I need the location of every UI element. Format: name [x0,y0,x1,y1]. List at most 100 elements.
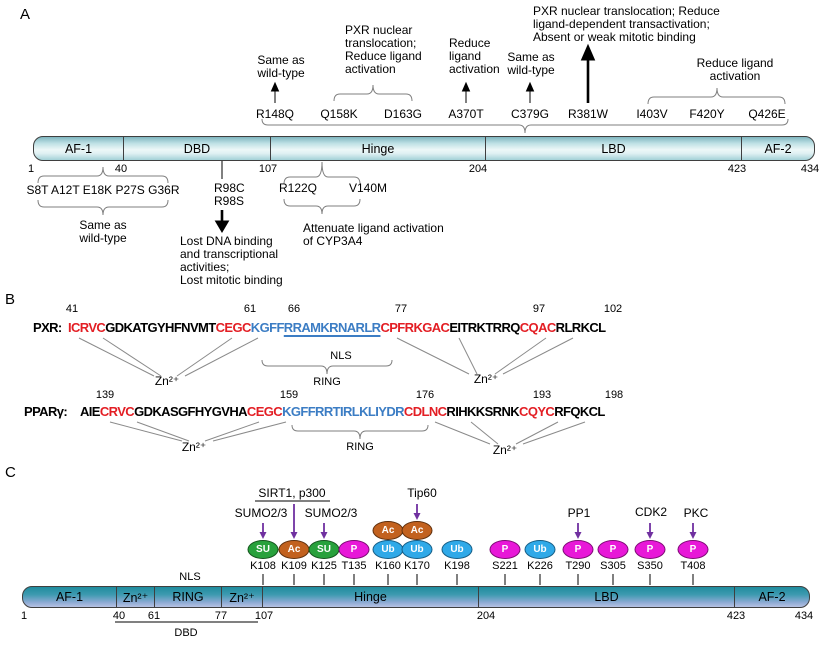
seq-segment: KGFFRRTIRLKLIYDR [282,404,404,419]
arrow-c379g [525,81,535,103]
residue-tick-434: 434 [800,163,820,175]
annotation-r381w-effect: PXR nuclear translocation; Reduce ligand… [533,4,720,45]
modification-badge-su-k125: SU [308,540,340,559]
site-label-s305: S305 [600,560,626,572]
modification-badge-p-t408: P [677,540,709,559]
modification-badge-p-t290: P [562,540,594,559]
mutation-label-a370t: A370T [448,107,484,121]
seq-segment: CRVC [99,404,135,419]
ppar-pos-193: 193 [532,389,552,401]
pxr-pos-77: 77 [394,303,408,315]
dbd-bracket-label: DBD [174,627,198,639]
modification-badge-p-t135: P [338,540,370,559]
ppar-sequence: AIECRVCGDKASGFHYGVHACEGCKGFFRRTIRLKLIYDR… [80,404,605,419]
site-label-k160: K160 [375,560,401,572]
mutation-label-r122q: R122Q [278,181,318,195]
arrow-r148q [270,81,280,103]
ppar-zn1-lines [109,421,287,442]
brace-af1-bottom [37,199,169,216]
af1-mutations: S8T A12T E18K P27S G36R [26,183,180,197]
modification-badge-ac-k160: Ac [372,521,404,540]
domain-dbd: DBD [124,137,271,160]
ppar-pos-198: 198 [604,389,624,401]
seq-segment: CDLNC [403,404,447,419]
domain-af2: AF-2 [764,141,792,156]
pxr-zn2-lines [396,337,574,375]
seq-segment: EITRKTRRQ [449,320,520,335]
annotation-same-wt-r148q: Same as wild-type [257,53,305,81]
brace-i403v-q426e [647,87,786,105]
site-label-k198: K198 [444,560,470,572]
residue-tick-423: 423 [726,610,746,622]
seq-segment: GDKATGYHFNVMT [105,320,216,335]
pxr-row-label: PXR: [33,320,62,335]
domain-zn1: Zn²⁺ [117,587,155,607]
annotation-af1-effect: Same as wild-type [79,218,127,246]
pxr-pos-41: 41 [65,303,79,315]
ppar-zn1-label: Zn²⁺ [181,440,207,454]
seq-segment: RLRKCL [555,320,606,335]
seq-segment: RFQKCL [554,404,605,419]
domain-hinge: Hinge [271,137,486,160]
enzyme-sirt1-p300: SIRT1, p300 [258,486,326,500]
modification-badge-ac-k170: Ac [401,521,433,540]
pxr-pos-61: 61 [243,303,257,315]
brace-af1-top [37,166,169,184]
brace-q158k-d163g [333,84,413,102]
pxr-zn1-label: Zn²⁺ [154,374,180,388]
dbd-mutations: R98C R98S [214,181,245,209]
domain-af1: AF-1 [34,137,124,160]
ppar-pos-176: 176 [415,389,435,401]
annotation-reduce-right: Reduce ligand activation [696,56,774,84]
seq-segment: CQYC [519,404,555,419]
mutation-label-r148q: R148Q [255,107,295,121]
seq-segment: CEGC [246,404,283,419]
pxr-domain-bar: AF-1 DBD Hinge LBD AF-2 [33,136,815,161]
site-tick-lines [262,574,694,585]
residue-tick-107: 107 [254,610,274,622]
residue-tick-40: 40 [112,610,126,622]
brace-mutations-to-bar [261,118,789,134]
residue-tick-40: 40 [114,163,128,175]
panel-a-label: A [20,6,31,23]
seq-segment: CPFRKGAC [380,320,450,335]
enzyme-cdk2: CDK2 [634,505,668,519]
pxr-sequence: ICRVCGDKATGYHFNVMTCEGCKGFFRRAMKRNARLRCPF… [68,320,606,335]
site-label-k125: K125 [311,560,337,572]
panel-b-label: B [5,291,16,308]
mutation-label-c379g: C379G [510,107,550,121]
mutation-label-f420y: F420Y [689,107,725,121]
modification-badge-ub-k170: Ub [401,540,433,559]
modification-badge-ub-k198: Ub [441,540,473,559]
residue-tick-423: 423 [727,163,747,175]
mutation-label-q426e: Q426E [748,107,786,121]
site-label-s221: S221 [492,560,518,572]
modification-badge-ub-k160: Ub [372,540,404,559]
enzyme-tip60: Tip60 [407,486,437,500]
enzyme-sumo23-left: SUMO2/3 [234,506,288,520]
site-label-t290: T290 [565,560,591,572]
pxr-zn2-label: Zn²⁺ [473,372,499,386]
arrow-r381w [580,43,596,103]
enzyme-pkc: PKC [683,506,709,520]
pxr-ring-label: RING [313,376,341,388]
modification-badge-p-s350: P [634,540,666,559]
domain-hinge: Hinge [263,587,479,607]
pxr-zn1-lines [78,337,259,377]
nls-label: NLS [179,571,201,583]
brace-ring-pxr [261,359,393,375]
panel-c-label: C [5,464,16,481]
domain-af2: AF-2 [758,590,786,604]
site-label-k108: K108 [250,560,276,572]
site-label-s350: S350 [637,560,663,572]
residue-tick-204: 204 [476,610,496,622]
site-label-t135: T135 [341,560,367,572]
mutation-label-r381w: R381W [567,107,609,121]
seq-segment: KGFF [250,320,285,335]
modification-badge-p-s221: P [489,540,521,559]
brace-ring-ppar [291,424,429,440]
domain-af1: AF-1 [23,587,117,607]
pxr-pos-102: 102 [603,303,623,315]
seq-segment: ICRVC [68,320,106,335]
mutation-label-i403v: I403V [636,107,668,121]
